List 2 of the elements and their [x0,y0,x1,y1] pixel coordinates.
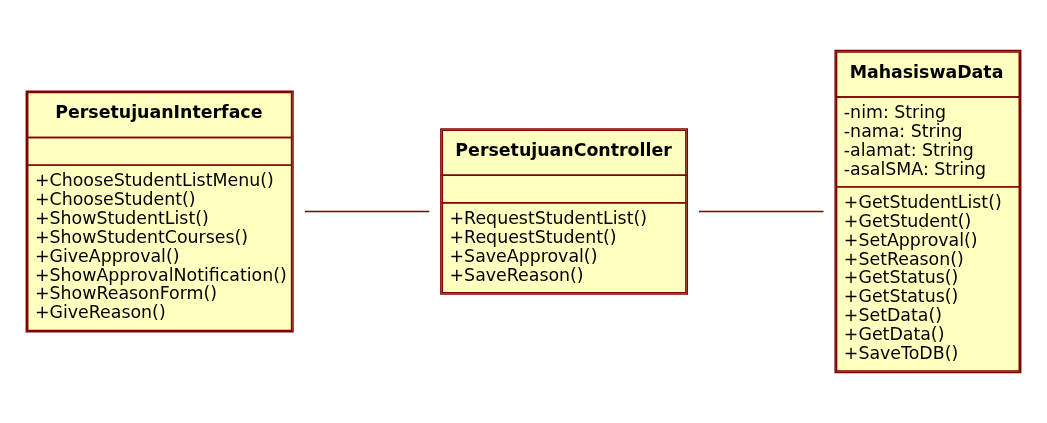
connector [698,210,825,213]
connector [304,210,431,213]
